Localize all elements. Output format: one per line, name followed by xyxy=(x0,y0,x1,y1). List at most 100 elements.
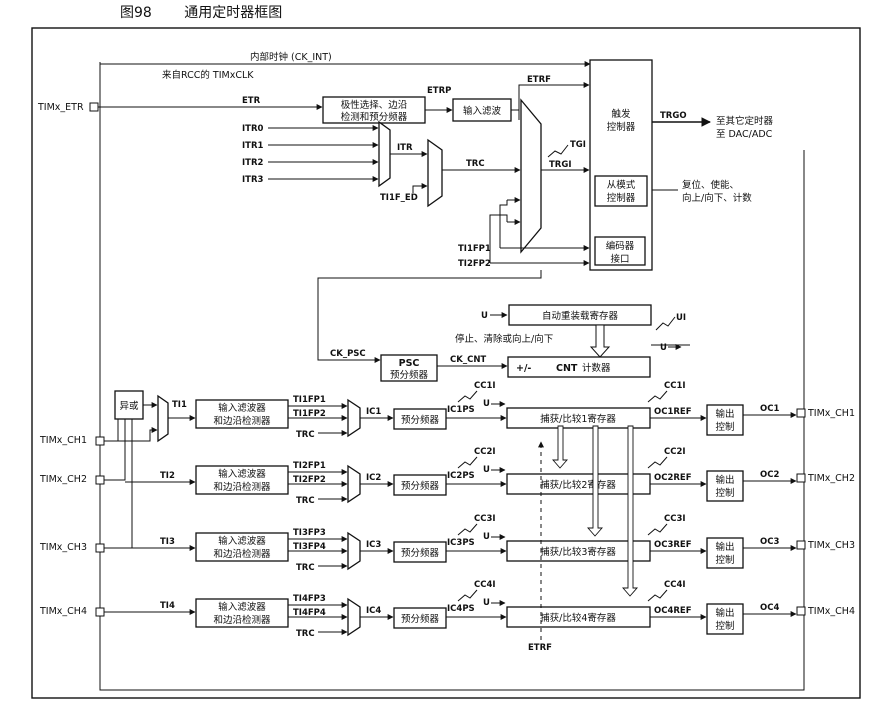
trc-label-ch4: TRC xyxy=(296,629,315,639)
trc-mux xyxy=(427,138,443,208)
ic-mux-ch4 xyxy=(347,597,361,637)
ic-mux-ch3 xyxy=(347,531,361,571)
icps-label-ch3: IC3PS xyxy=(447,538,475,548)
output-control-ch1[interactable] xyxy=(706,404,744,436)
out-l2-ch4: 控制 xyxy=(715,620,734,632)
fp1-label-ch1: TI1FP1 xyxy=(293,395,326,405)
rcc-label: 来自RCC的 TIMxCLK xyxy=(162,69,254,81)
cci-irq-ch2 xyxy=(457,456,478,469)
cci-label-ch1: CC1I xyxy=(474,381,496,391)
trigger-controller-block[interactable] xyxy=(589,59,653,271)
ti1-label: TI1 xyxy=(172,400,187,410)
ccr-to-4-arrow xyxy=(622,425,638,597)
pin-timx-ch3-out[interactable] xyxy=(796,540,806,550)
oc-label-ch1: OC1 xyxy=(760,404,779,414)
tgi-label: TGI xyxy=(570,140,586,150)
itr-label: ITR xyxy=(397,143,413,153)
encoder-l1: 编码器 xyxy=(606,240,635,252)
cnt-u-label: U xyxy=(660,343,667,353)
tgi-irq xyxy=(547,144,569,158)
pin-timx-ch4-out[interactable] xyxy=(796,606,806,616)
encoder-interface-block[interactable] xyxy=(594,236,646,266)
psc-name: PSC xyxy=(399,358,420,369)
pin-timx-ch3-in[interactable] xyxy=(95,543,105,553)
input-filter-edge-ch2[interactable] xyxy=(195,465,289,495)
input-filter-edge-ch3[interactable] xyxy=(195,532,289,562)
pin-timx-ch2-out[interactable] xyxy=(796,473,806,483)
auto-reload-register[interactable] xyxy=(508,304,652,326)
xor-label: 异或 xyxy=(119,400,139,412)
filter-l1-ch4: 输入滤波器 xyxy=(218,601,266,613)
psc-prescaler[interactable] xyxy=(380,354,438,382)
pin-label-ch2-out: TIMx_CH2 xyxy=(807,473,855,484)
ti4-label: TI4 xyxy=(160,601,175,611)
trgi-label: TRGI xyxy=(549,160,571,170)
prescaler-ch4[interactable] xyxy=(393,607,447,629)
cci-label-ch4: CC4I xyxy=(474,580,496,590)
cc-out-irq-ch4 xyxy=(647,589,668,602)
output-control-ch4[interactable] xyxy=(706,603,744,635)
u-label-ch4: U xyxy=(483,598,490,608)
to-dac-label: 至 DAC/ADC xyxy=(716,129,773,140)
ti1fp1-to-mux xyxy=(499,200,508,248)
pin-timx-ch1-in[interactable] xyxy=(95,436,105,446)
pin-timx-ch4-in[interactable] xyxy=(95,607,105,617)
ocref-label-ch4: OC4REF xyxy=(654,606,692,616)
out-l1-ch1: 输出 xyxy=(715,408,734,420)
ccr-label-ch2: 捕获/比较2寄存器 xyxy=(540,479,616,491)
output-control-ch3[interactable] xyxy=(706,537,744,569)
ui-label: UI xyxy=(676,313,686,323)
slave-mode-block[interactable] xyxy=(594,175,648,207)
cci-irq-ch1 xyxy=(457,390,478,403)
prescaler-label-ch1: 预分频器 xyxy=(401,414,440,426)
fp2-label-ch3: TI3FP4 xyxy=(293,542,326,552)
cnt-label: 计数器 xyxy=(582,362,611,374)
ccr-label-ch4: 捕获/比较4寄存器 xyxy=(540,612,616,624)
pin-timx-etr[interactable] xyxy=(89,102,99,112)
itr2-label: ITR2 xyxy=(242,158,264,168)
pin-timx-ch1-out[interactable] xyxy=(796,408,806,418)
ccr-preload-arrows xyxy=(552,425,638,597)
arr-to-cnt-arrow xyxy=(589,324,611,358)
oc-label-ch3: OC3 xyxy=(760,537,779,547)
stop-label: 停止、清除或向上/向下 xyxy=(455,333,553,345)
pin-timx-ch2-in[interactable] xyxy=(95,475,105,485)
ti2fp2-to-mux xyxy=(489,214,508,263)
fp1-label-ch4: TI4FP3 xyxy=(293,594,326,604)
ck-int-label: 内部时钟 (CK_INT) xyxy=(250,51,332,63)
itr0-label: ITR0 xyxy=(242,124,264,134)
ti2-label: TI2 xyxy=(160,471,175,481)
cc-out-irq-ch1 xyxy=(647,390,668,403)
fp2-label-ch1: TI1FP2 xyxy=(293,409,326,419)
ccr-to-3-arrow xyxy=(587,425,603,537)
etrf-bottom-label: ETRF xyxy=(528,643,552,653)
itr-mux xyxy=(378,120,391,188)
pin-label-ch1-out: TIMx_CH1 xyxy=(807,408,855,419)
trgo-label: TRGO xyxy=(660,111,687,121)
prescaler-ch1[interactable] xyxy=(393,408,447,430)
cci-irq-ch3 xyxy=(457,523,478,536)
ti1fp1-label: TI1FP1 xyxy=(458,244,491,254)
slave-l1: 从模式 xyxy=(607,179,636,191)
oc-label-ch2: OC2 xyxy=(760,470,779,480)
ti1f-ed-label: TI1F_ED xyxy=(380,193,418,203)
input-filter-edge-ch4[interactable] xyxy=(195,598,289,628)
input-filter-edge-ch1[interactable] xyxy=(195,399,289,429)
u-label-ch2: U xyxy=(483,465,490,475)
cnt-counter[interactable] xyxy=(507,356,651,378)
ck-cnt-label: CK_CNT xyxy=(450,355,486,365)
prescaler-ch3[interactable] xyxy=(393,541,447,563)
icps-label-ch2: IC2PS xyxy=(447,471,475,481)
oc-label-ch4: OC4 xyxy=(760,603,779,613)
ui-irq xyxy=(655,316,676,331)
output-control-ch2[interactable] xyxy=(706,470,744,502)
pin-label-ch3-in: TIMx_CH3 xyxy=(39,542,87,553)
prescaler-label-ch3: 预分频器 xyxy=(401,547,440,559)
arr-u-label: U xyxy=(481,311,488,321)
fp2-label-ch4: TI4FP4 xyxy=(293,608,326,618)
prescaler-ch2[interactable] xyxy=(393,474,447,496)
pin-label-ch2-in: TIMx_CH2 xyxy=(39,474,87,485)
pin-label-ch3-out: TIMx_CH3 xyxy=(807,540,855,551)
ic-mux-ch1 xyxy=(347,398,361,438)
